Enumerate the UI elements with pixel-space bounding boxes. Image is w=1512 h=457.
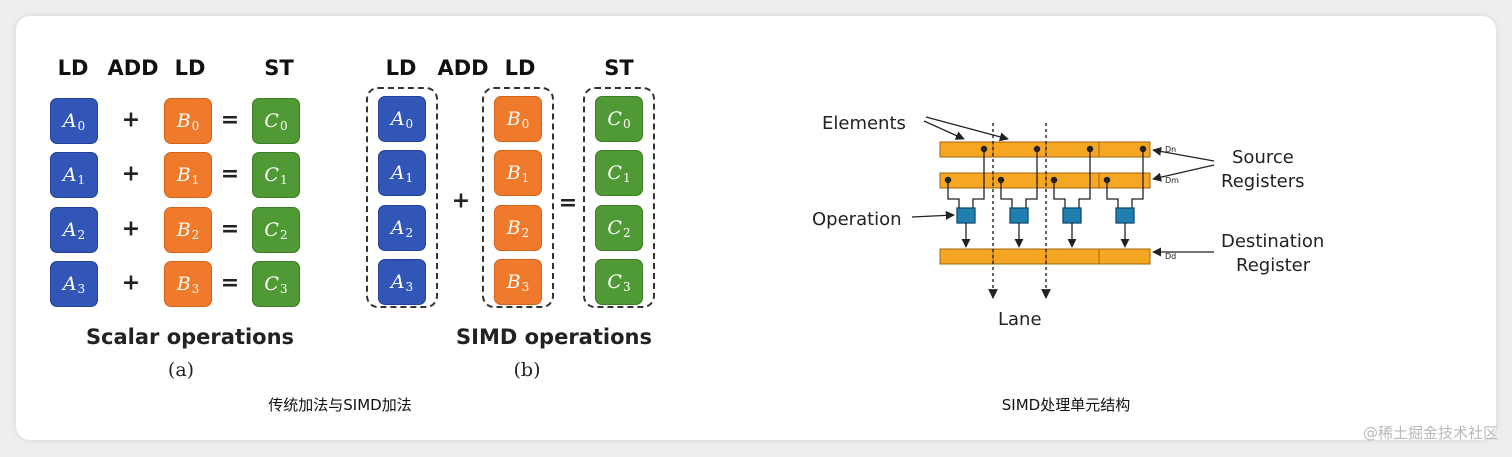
simd-header-add: ADD — [437, 56, 489, 80]
label-dm: Dm — [1165, 176, 1179, 185]
scalar-header-add: ADD — [107, 56, 159, 80]
scalar-header-ld-1: LD — [57, 56, 89, 80]
simd-title: SIMD operations — [456, 325, 652, 349]
left-caption: 传统加法与SIMD加法 — [268, 396, 412, 414]
label-operation: Operation — [812, 209, 902, 230]
scalar-equals-2: = — [220, 216, 240, 242]
operation-arrow — [911, 210, 955, 220]
scalar-equals-0: = — [220, 107, 240, 133]
source-arrows — [1152, 146, 1215, 182]
lane-boundary-lines — [988, 123, 1051, 299]
scalar-equals-1: = — [220, 161, 240, 187]
simd-header-ld-1: LD — [385, 56, 417, 80]
scalar-header-st: ST — [264, 56, 294, 80]
scalar-header-ld-2: LD — [174, 56, 206, 80]
scalar-plus-0: + — [121, 107, 141, 133]
lane-1 — [997, 145, 1041, 248]
register-dd — [939, 248, 1151, 265]
scalar-label: (a) — [167, 359, 195, 381]
simd-plus: + — [451, 188, 471, 214]
elements-arrows — [923, 116, 1009, 142]
scalar-title: Scalar operations — [85, 325, 295, 349]
simd-header-ld-2: LD — [504, 56, 536, 80]
scalar-plus-2: + — [121, 216, 141, 242]
simd-c-vector-group — [583, 87, 655, 308]
label-elements: Elements — [822, 113, 906, 134]
simd-b-vector-group — [482, 87, 554, 308]
simd-label: (b) — [513, 359, 541, 381]
label-source-registers: Registers — [1221, 171, 1305, 192]
simd-equals: = — [558, 190, 578, 216]
watermark: @稀土掘金技术社区 — [1362, 424, 1498, 442]
label-dn: Dn — [1165, 145, 1176, 154]
lane-3 — [1103, 145, 1147, 248]
lane-2 — [1050, 145, 1094, 248]
scalar-equals-3: = — [220, 270, 240, 296]
simd-header-st: ST — [604, 56, 634, 80]
label-destination: Destination — [1221, 231, 1324, 252]
lane-0 — [944, 145, 988, 248]
scalar-plus-3: + — [121, 270, 141, 296]
right-caption: SIMD处理单元结构 — [1001, 396, 1131, 414]
simd-unit-diagram: Elements Operation Source Registers Dest… — [812, 113, 1324, 330]
label-dd: Dd — [1165, 252, 1176, 261]
scalar-plus-1: + — [121, 161, 141, 187]
label-lane: Lane — [998, 309, 1042, 330]
register-dn — [939, 141, 1151, 158]
simd-a-vector-group — [366, 87, 438, 308]
label-destination-register: Register — [1236, 255, 1311, 276]
label-source: Source — [1232, 147, 1294, 168]
register-dm — [939, 172, 1151, 189]
